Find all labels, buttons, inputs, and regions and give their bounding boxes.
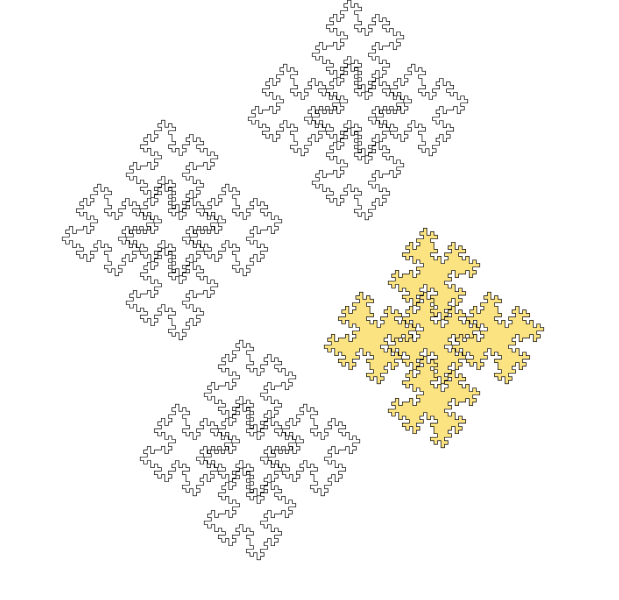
filled-cluster-island-4: [387, 355, 481, 449]
bottom-outline-cluster: [139, 339, 361, 561]
left-outline-cluster-island-0: [125, 183, 219, 277]
left-outline-cluster-island-3: [125, 119, 219, 213]
top-outline-cluster-island-0: [311, 63, 405, 157]
top-outline-cluster-island-4: [311, 127, 405, 221]
outline-fractal-layer: [61, 0, 469, 561]
bottom-outline-cluster-island-1: [139, 403, 233, 497]
bottom-outline-cluster-island-2: [267, 403, 361, 497]
bottom-outline-cluster-island-4: [203, 467, 297, 561]
filled-fractal-layer: [323, 227, 545, 449]
filled-cluster-island-3: [387, 227, 481, 321]
filled-cluster-island-2: [451, 291, 545, 385]
filled-cluster-island-0: [387, 291, 481, 385]
top-outline-cluster-island-2: [375, 63, 469, 157]
bottom-outline-cluster-island-3: [203, 339, 297, 433]
top-outline-cluster: [247, 0, 469, 221]
left-outline-cluster-island-4: [125, 247, 219, 341]
bottom-outline-cluster-island-0: [203, 403, 297, 497]
top-outline-cluster-island-1: [247, 63, 341, 157]
filled-cluster-island-1: [323, 291, 417, 385]
top-outline-cluster-island-3: [311, 0, 405, 93]
left-outline-cluster-island-2: [189, 183, 283, 277]
left-outline-cluster-island-1: [61, 183, 155, 277]
left-outline-cluster: [61, 119, 283, 341]
filled-cluster: [323, 227, 545, 449]
